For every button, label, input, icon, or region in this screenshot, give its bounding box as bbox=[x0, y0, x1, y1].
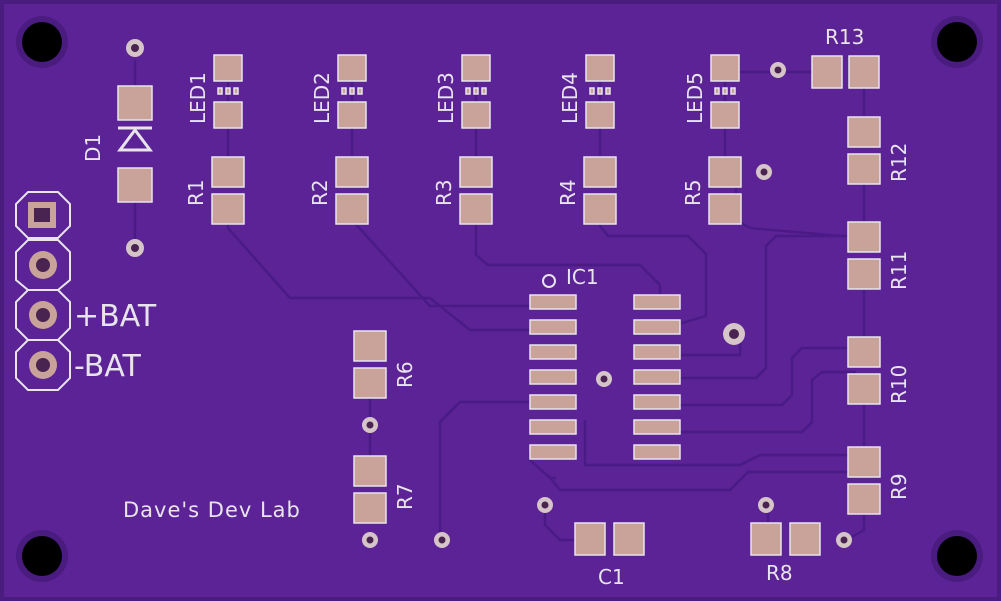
pin-label-plus-bat: +BAT bbox=[74, 299, 157, 334]
ic-ic1: IC1 bbox=[529, 265, 681, 460]
label-r8: R8 bbox=[766, 561, 793, 585]
diode-d1: D1 bbox=[81, 85, 153, 203]
label-led1: LED1 bbox=[186, 72, 210, 124]
label-r13: R13 bbox=[825, 25, 864, 49]
label-r11: R11 bbox=[887, 251, 911, 290]
label-led2: LED2 bbox=[310, 72, 334, 124]
resistor-column-right: R13 R12 R11 R10 R9 bbox=[811, 25, 911, 515]
label-r5: R5 bbox=[681, 179, 705, 206]
led-row: LED1 LED2 LED3 LED4 LED5 bbox=[186, 54, 740, 129]
ic1-pin-right-6 bbox=[633, 419, 681, 435]
label-r3: R3 bbox=[432, 179, 456, 206]
label-r7: R7 bbox=[393, 483, 417, 510]
label-r10: R10 bbox=[887, 365, 911, 404]
label-r9: R9 bbox=[887, 473, 911, 500]
ic1-pin-left-4 bbox=[529, 369, 577, 385]
pin-label-minus-bat: -BAT bbox=[74, 349, 142, 384]
ic1-pin-right-4 bbox=[633, 369, 681, 385]
label-d1: D1 bbox=[81, 134, 105, 162]
label-r4: R4 bbox=[556, 179, 580, 206]
label-led5: LED5 bbox=[683, 72, 707, 124]
ic1-pin-left-7 bbox=[529, 444, 577, 460]
label-c1: C1 bbox=[598, 565, 625, 589]
label-r6: R6 bbox=[393, 361, 417, 388]
ic1-pin-right-2 bbox=[633, 319, 681, 335]
mounting-holes bbox=[16, 16, 983, 582]
label-r2: R2 bbox=[308, 179, 332, 206]
ic1-pin-right-5 bbox=[633, 394, 681, 410]
ic1-pin-left-6 bbox=[529, 419, 577, 435]
ic1-pin-right-3 bbox=[633, 344, 681, 360]
label-r1: R1 bbox=[184, 179, 208, 206]
label-ic1: IC1 bbox=[566, 265, 599, 289]
ic1-pin-left-1 bbox=[529, 294, 577, 310]
resistor-column-left: R6 R7 bbox=[353, 330, 417, 524]
resistor-row: R1 R2 R3 R4 R5 bbox=[184, 156, 742, 225]
vias bbox=[126, 39, 852, 548]
ic1-pin-left-3 bbox=[529, 344, 577, 360]
bottom-components: C1 R8 bbox=[574, 522, 821, 589]
ic1-pin-left-2 bbox=[529, 319, 577, 335]
ic1-pin-right-7 bbox=[633, 444, 681, 460]
pin-header: +BAT -BAT bbox=[15, 191, 157, 391]
brand-label: Dave's Dev Lab bbox=[123, 498, 301, 522]
ic1-pin-left-5 bbox=[529, 394, 577, 410]
label-led4: LED4 bbox=[558, 72, 582, 124]
label-led3: LED3 bbox=[434, 72, 458, 124]
ic1-pin-right-1 bbox=[633, 294, 681, 310]
label-r12: R12 bbox=[887, 143, 911, 182]
